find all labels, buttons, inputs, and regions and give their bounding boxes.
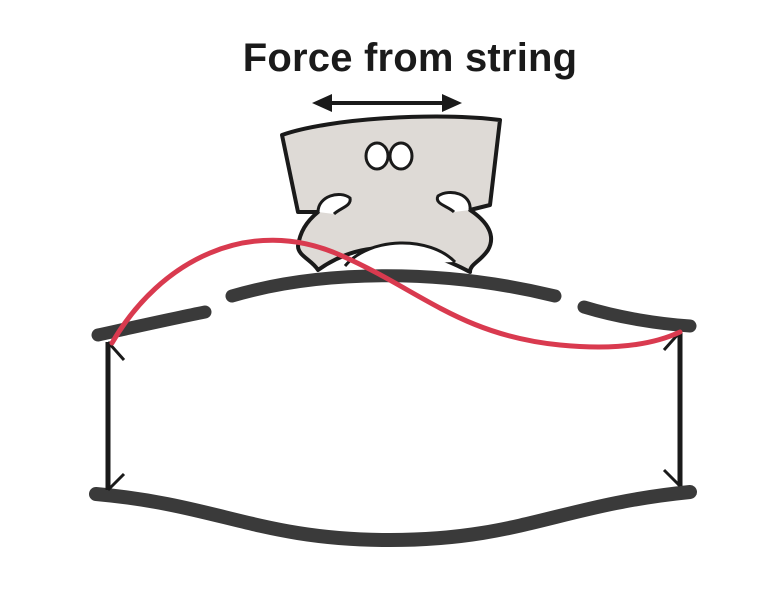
bridge	[280, 114, 502, 274]
ribs	[105, 331, 683, 492]
force-arrow-icon	[312, 94, 462, 112]
diagram-title: Force from string	[242, 36, 578, 80]
back-plate	[89, 485, 697, 548]
vibration-mode-curve	[109, 237, 683, 350]
